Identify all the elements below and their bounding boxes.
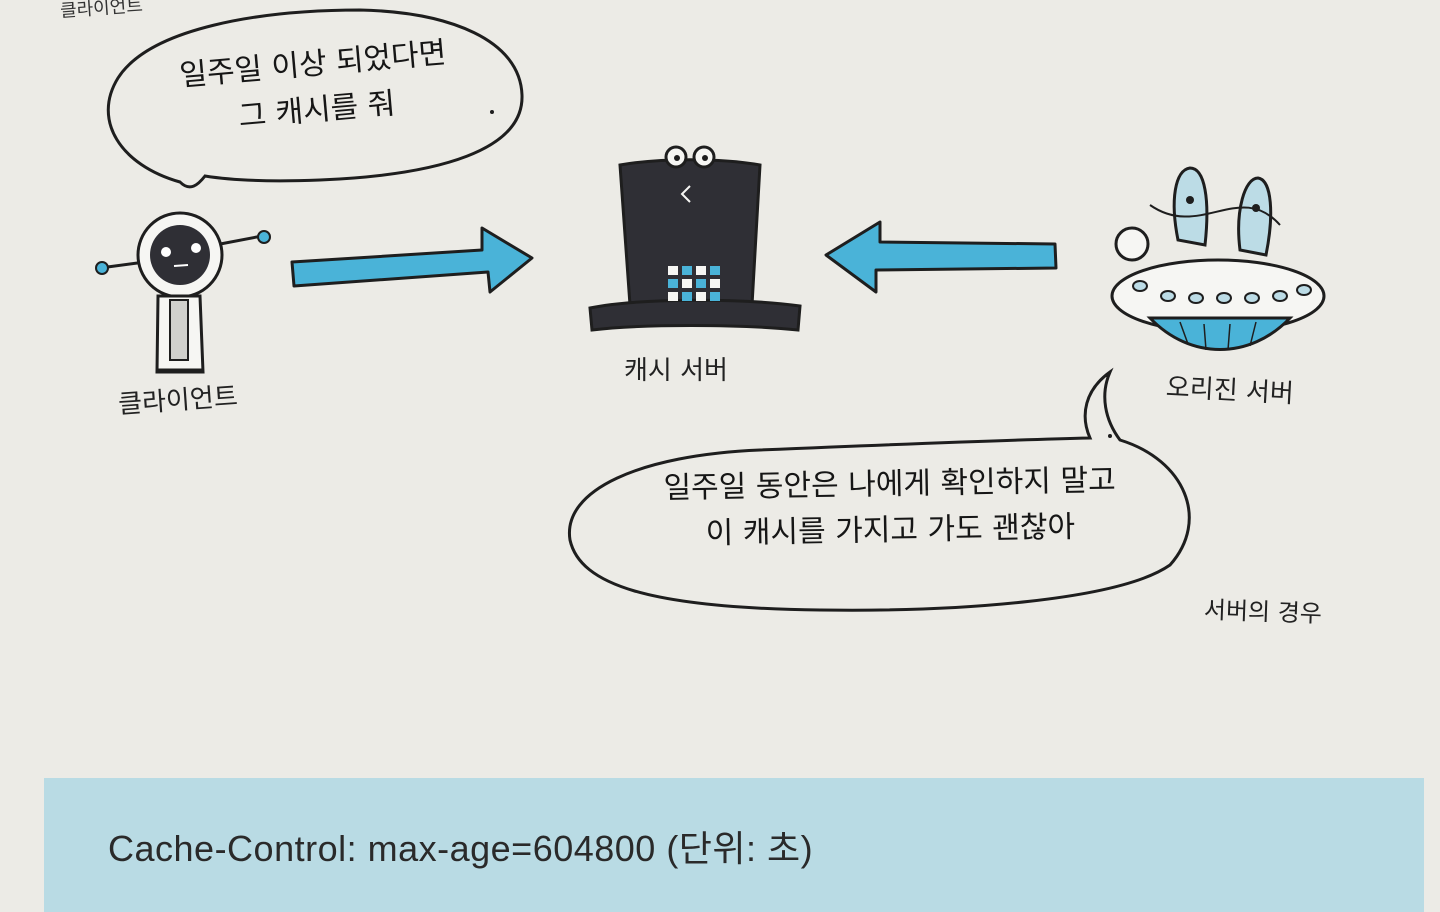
origin-server-ufo-icon [1110, 166, 1326, 351]
bubble-dot [1108, 434, 1112, 438]
cache-server-label: 캐시 서버 [624, 356, 728, 386]
cache-server-hat-icon [588, 145, 802, 332]
server-response-text: 일주일 동안은 나에게 확인하지 말고 이 캐시를 가지고 가도 괜찮아 [599, 457, 1181, 559]
cache-control-header-text: Cache-Control: max-age=604800 (단위: 초) [108, 828, 814, 869]
code-band: Cache-Control: max-age=604800 (단위: 초) [44, 778, 1424, 912]
client-speech-bubble [106, 8, 524, 189]
origin-server-label: 오리진 서버 [1165, 372, 1295, 410]
arrow-right-icon [290, 226, 534, 294]
bubble-dot [490, 110, 494, 114]
server-case-label: 서버의 경우 [1203, 595, 1323, 629]
server-speech-bubble [567, 367, 1191, 612]
client-robot-icon [95, 211, 271, 374]
arrow-left-icon [824, 220, 1058, 294]
